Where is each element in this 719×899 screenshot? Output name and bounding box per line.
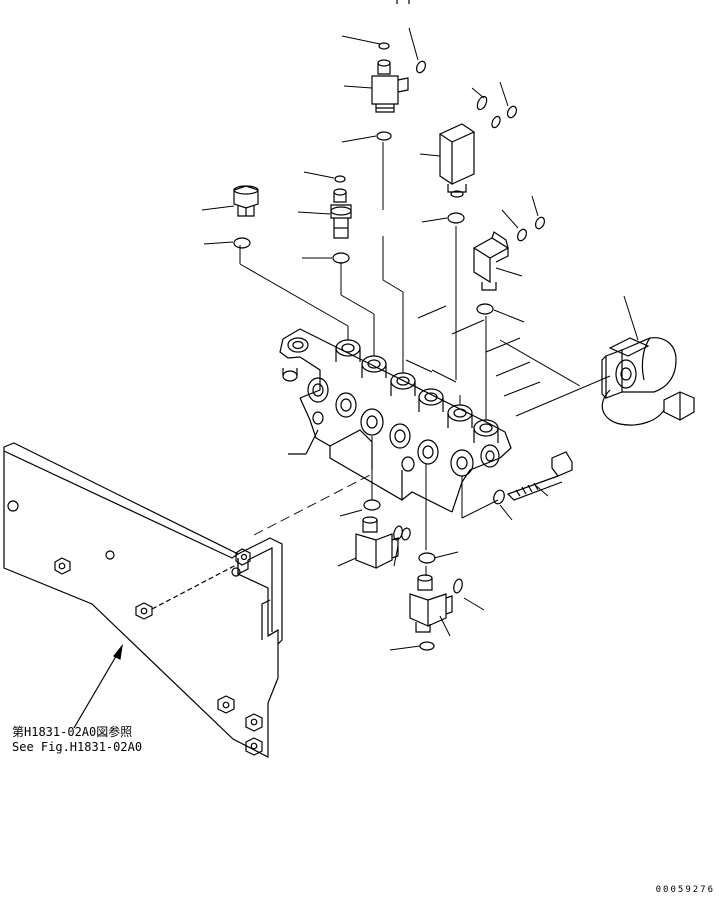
elbow-fitting-top bbox=[372, 60, 408, 112]
o-ring bbox=[415, 60, 427, 74]
hex-nut bbox=[218, 696, 234, 713]
o-ring bbox=[364, 500, 380, 510]
bolt-path-dashed bbox=[152, 565, 236, 609]
mounting-bracket bbox=[4, 443, 282, 757]
o-ring bbox=[534, 216, 546, 230]
manifold-leader bbox=[306, 430, 318, 454]
o-ring bbox=[516, 228, 528, 242]
bracket-top-bolt bbox=[236, 549, 250, 565]
o-ring bbox=[452, 578, 463, 594]
o-ring bbox=[477, 304, 493, 314]
reference-note-english: See Fig.H1831-02A0 bbox=[12, 740, 143, 754]
o-ring bbox=[379, 43, 389, 49]
hex-nut bbox=[136, 603, 152, 619]
top-cut-marks bbox=[397, 0, 409, 4]
hex-nut bbox=[246, 738, 262, 755]
o-ring bbox=[419, 553, 435, 563]
o-ring bbox=[333, 253, 349, 263]
hex-nut bbox=[246, 714, 262, 731]
valve-manifold bbox=[280, 329, 511, 512]
o-ring bbox=[420, 642, 434, 650]
o-ring bbox=[377, 132, 391, 140]
bracket-nuts bbox=[55, 549, 262, 755]
assembly-lines bbox=[240, 142, 610, 576]
solenoid bbox=[602, 338, 694, 425]
o-ring bbox=[506, 105, 518, 119]
o-ring bbox=[490, 115, 501, 129]
reference-arrow bbox=[74, 646, 122, 728]
plug-fitting bbox=[331, 189, 351, 238]
o-ring bbox=[448, 213, 464, 223]
mounting-bolt bbox=[508, 452, 572, 500]
o-ring bbox=[401, 527, 412, 541]
bolt-path-dashed bbox=[254, 474, 372, 535]
elbow-connector bbox=[474, 232, 508, 290]
hex-nut bbox=[55, 558, 70, 574]
o-ring bbox=[234, 238, 250, 248]
hex-plug bbox=[234, 186, 258, 216]
o-ring bbox=[335, 176, 345, 182]
pressure-switch bbox=[440, 124, 474, 197]
o-ring bbox=[475, 95, 488, 111]
reference-note-japanese: 第H1831-02A0図参照 bbox=[12, 725, 133, 739]
washer bbox=[492, 489, 506, 506]
drawing-number: 00059276 bbox=[655, 885, 715, 895]
callout-leaders bbox=[202, 28, 638, 650]
elbow-fitting-lower-left bbox=[356, 517, 398, 568]
elbow-fitting-lower-right bbox=[410, 575, 452, 632]
